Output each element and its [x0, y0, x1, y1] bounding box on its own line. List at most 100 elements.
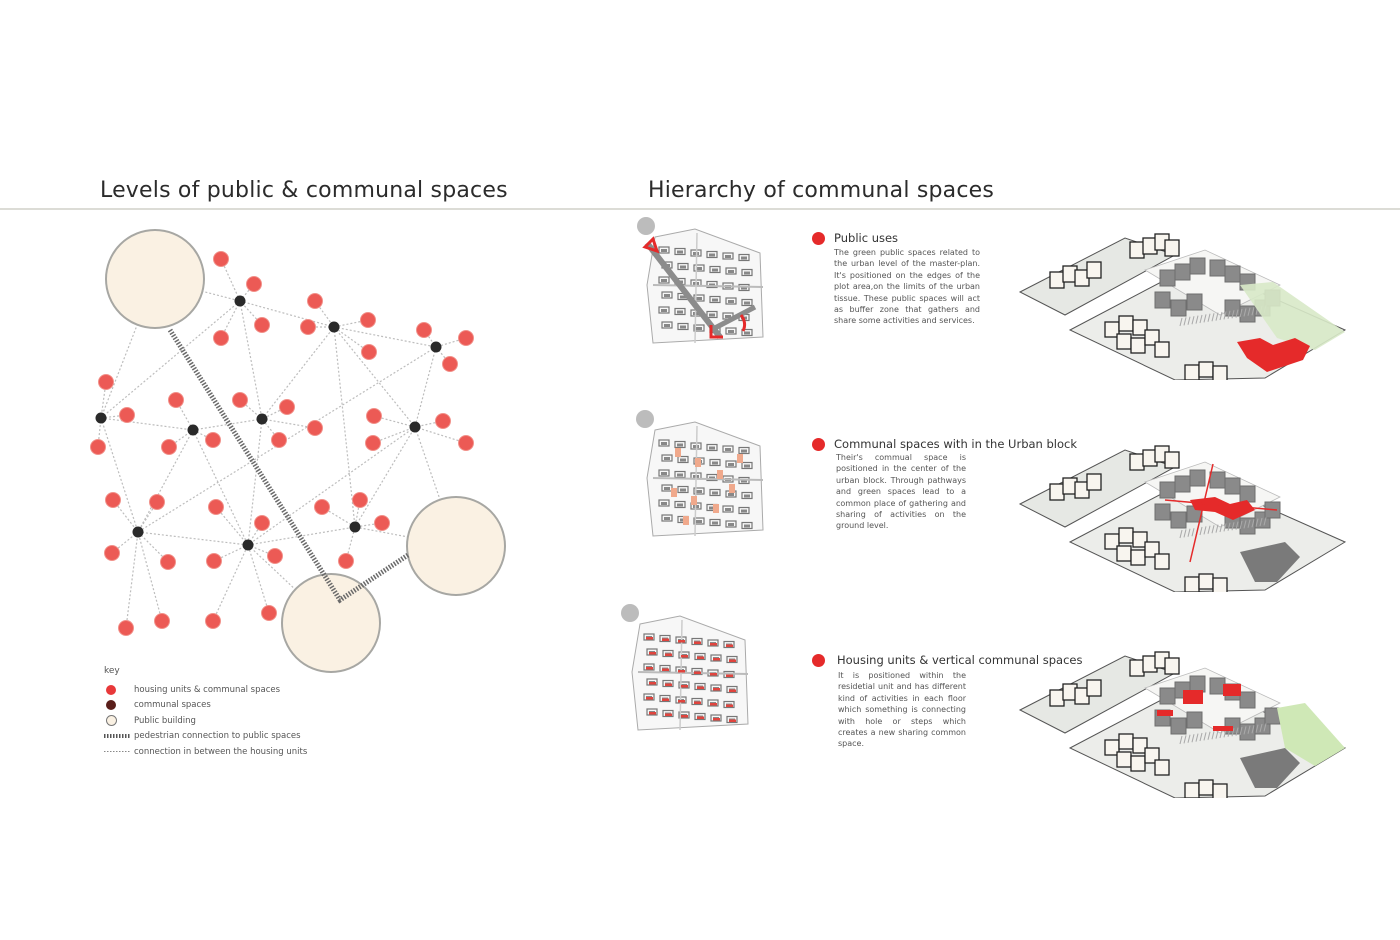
housing-unit-node	[149, 494, 165, 510]
housing-unit-node	[314, 499, 330, 515]
housing-unit-node	[213, 251, 229, 267]
level-heading: Public uses	[834, 231, 899, 245]
pedestrian-connection-line	[167, 328, 410, 604]
header-divider	[0, 208, 1400, 210]
housing-unit-node	[458, 435, 474, 451]
housing-connection-line	[247, 418, 263, 546]
legend-title: key	[104, 666, 120, 676]
legend-item-communal: communal spaces	[104, 698, 307, 714]
housing-unit-node	[118, 620, 134, 636]
housing-connection-line	[192, 429, 249, 546]
housing-unit-node	[232, 392, 248, 408]
housing-unit-node	[307, 293, 323, 309]
left-panel-title: Levels of public & communal spaces	[100, 178, 508, 203]
housing-connection-line	[137, 531, 249, 546]
communal-space-node	[187, 424, 199, 436]
housing-connection-line	[321, 506, 356, 528]
housing-connection-line	[239, 300, 335, 328]
housing-unit-node	[271, 432, 287, 448]
housing-connection-line	[154, 278, 241, 302]
communal-space-node	[132, 526, 144, 538]
housing-connection-line	[414, 346, 437, 428]
level-heading: Housing units & vertical communal spaces	[837, 653, 1083, 667]
housing-unit-node	[267, 548, 283, 564]
level-bullet-icon	[812, 438, 825, 451]
communal-space-node	[328, 321, 340, 333]
housing-unit-node	[254, 515, 270, 531]
housing-connection-line	[247, 544, 270, 614]
housing-unit-node	[98, 374, 114, 390]
housing-connection-line	[212, 544, 249, 622]
housing-connection-line	[137, 531, 169, 563]
level-bullet-icon	[812, 654, 825, 667]
housing-unit-node	[154, 613, 170, 629]
communal-space-dot-icon	[106, 700, 116, 711]
axonometric-housing-units	[1018, 651, 1347, 798]
housing-connection-line	[125, 531, 139, 629]
housing-connection-line	[137, 429, 194, 533]
housing-unit-node	[361, 344, 377, 360]
housing-connection-line	[354, 426, 416, 528]
public-building-circle	[105, 229, 205, 329]
housing-unit-node	[104, 545, 120, 561]
pedestrian-connection-line-icon	[104, 734, 130, 739]
housing-connection-line	[414, 426, 467, 444]
communal-space-node	[95, 412, 107, 424]
legend-item-connection: connection in between the housing units	[104, 744, 307, 760]
right-panel-title: Hierarchy of communal spaces	[648, 178, 995, 203]
axonometric-public-uses	[1018, 233, 1347, 380]
housing-connection-line	[100, 417, 194, 431]
housing-unit-node	[374, 515, 390, 531]
axonometric-urban-block	[1018, 445, 1347, 592]
housing-connection-line	[261, 326, 335, 420]
communal-space-node	[242, 539, 254, 551]
housing-connection-line	[220, 300, 241, 339]
site-plan-urban-block	[646, 421, 764, 537]
housing-unit-node	[168, 392, 184, 408]
housing-unit-node	[435, 413, 451, 429]
legend-item-public: Public building	[104, 713, 307, 729]
housing-unit-node	[160, 554, 176, 570]
legend: key housing units & communal spaces comm…	[104, 666, 307, 760]
housing-connection-line	[372, 426, 416, 444]
public-building-circle	[406, 496, 506, 596]
level-heading: Communal spaces with in the Urban block	[834, 437, 1077, 451]
communal-space-node	[409, 421, 421, 433]
network-diagram	[90, 229, 506, 673]
housing-unit-node	[360, 312, 376, 328]
housing-unit-node	[105, 492, 121, 508]
housing-connection-line	[333, 326, 356, 528]
communal-space-node	[256, 413, 268, 425]
legend-item-housing: housing units & communal spaces	[104, 682, 307, 698]
housing-unit-node	[213, 330, 229, 346]
housing-connection-line	[247, 544, 332, 624]
housing-connection-line	[333, 326, 370, 353]
housing-unit-node	[442, 356, 458, 372]
communal-space-node	[234, 295, 246, 307]
communal-space-node	[349, 521, 361, 533]
housing-unit-node	[307, 420, 323, 436]
housing-connection-line	[112, 499, 139, 533]
site-plan-public-uses	[642, 228, 764, 344]
housing-connection-line	[100, 417, 139, 533]
level-description: It is positioned within the residetial u…	[838, 671, 966, 749]
level-description: Their's commual space is positioned in t…	[836, 453, 966, 531]
level-bullet-icon	[812, 232, 825, 245]
level-indicator-icon	[621, 604, 639, 622]
housing-connection-line	[333, 326, 437, 348]
housing-connection-line	[261, 418, 316, 429]
housing-connection-line	[215, 506, 249, 546]
legend-item-pedestrian: pedestrian connection to public spaces	[104, 729, 307, 745]
public-building-circle-icon	[106, 715, 117, 727]
housing-unit-node	[416, 322, 432, 338]
housing-unit-node	[261, 605, 277, 621]
housing-unit-node	[246, 276, 262, 292]
housing-unit-node	[208, 499, 224, 515]
housing-unit-node	[338, 553, 354, 569]
housing-connection-line	[137, 346, 437, 533]
site-plan-housing-units	[631, 615, 749, 731]
housing-connection-line	[239, 300, 263, 420]
housing-unit-node	[206, 553, 222, 569]
housing-connection-line	[333, 326, 416, 428]
housing-unit-node	[365, 435, 381, 451]
